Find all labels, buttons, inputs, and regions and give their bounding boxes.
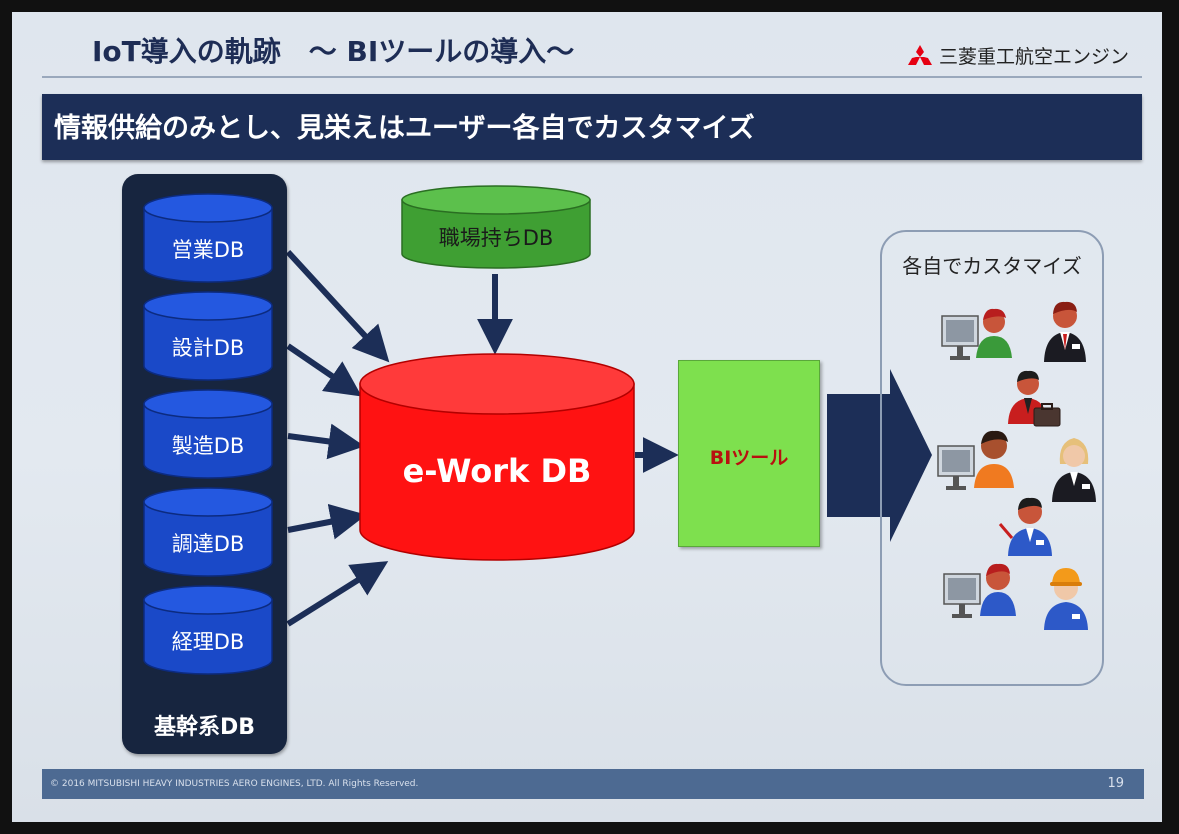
db-cylinder-sales: 営業DB bbox=[142, 192, 274, 284]
db-cylinder-manufacturing: 製造DB bbox=[142, 388, 274, 480]
workplace-db-cylinder: 職場持ちDB bbox=[400, 184, 592, 270]
db-cylinder-accounting: 経理DB bbox=[142, 584, 274, 676]
arrow-sales-to-ework bbox=[285, 249, 390, 363]
slide-subtitle: 情報供給のみとし、見栄えはユーザー各自でカスタマイズ bbox=[54, 113, 755, 144]
businessman-icon bbox=[1044, 301, 1086, 362]
businesswoman-icon bbox=[1052, 438, 1096, 502]
bi-tool-box: BIツール bbox=[678, 360, 820, 547]
slide: IoT導入の軌跡 ～ BIツールの導入～ 三菱重工航空エンジン 情報供給のみとし… bbox=[12, 12, 1162, 822]
database-icon bbox=[401, 185, 591, 269]
user-with-bag-icon bbox=[1008, 370, 1061, 427]
database-icon bbox=[143, 291, 273, 381]
flow-arrows bbox=[285, 249, 932, 627]
arrow-manufacturing-to-ework bbox=[287, 423, 365, 460]
copyright-text: © 2016 MITSUBISHI HEAVY INDUSTRIES AERO … bbox=[50, 779, 419, 789]
slide-title: IoT導入の軌跡 ～ BIツールの導入～ bbox=[92, 35, 575, 68]
three-diamonds-icon bbox=[908, 44, 932, 65]
user-at-monitor-icon bbox=[937, 430, 1014, 490]
user-at-monitor-icon bbox=[941, 308, 1012, 360]
core-systems-label: 基幹系DB bbox=[153, 715, 256, 740]
db-cylinder-design: 設計DB bbox=[142, 290, 274, 382]
page-number: 19 bbox=[1107, 776, 1124, 791]
arrow-accounting-to-ework bbox=[286, 561, 389, 627]
user-with-pen-icon bbox=[998, 497, 1052, 556]
worker-hardhat-icon bbox=[1044, 568, 1088, 630]
users-panel: 各自でカスタマイズ bbox=[880, 230, 1104, 686]
arrow-design-to-ework bbox=[286, 343, 362, 397]
arrow-bi-to-users bbox=[827, 369, 932, 542]
company-logo: 三菱重工航空エンジン bbox=[907, 42, 1129, 69]
logo-text: 三菱重工航空エンジン bbox=[939, 46, 1130, 68]
database-icon bbox=[359, 353, 635, 561]
arrow-procurement-to-ework bbox=[287, 503, 367, 540]
database-icon bbox=[143, 585, 273, 675]
bi-tool-label: BIツール bbox=[709, 447, 789, 469]
database-icon bbox=[143, 389, 273, 479]
database-icon bbox=[143, 487, 273, 577]
subtitle-bar: 情報供給のみとし、見栄えはユーザー各自でカスタマイズ bbox=[42, 94, 1142, 160]
footer-bar: © 2016 MITSUBISHI HEAVY INDUSTRIES AERO … bbox=[42, 769, 1144, 799]
ework-db-cylinder: e-Work DB bbox=[358, 352, 636, 564]
title-divider bbox=[42, 76, 1142, 78]
database-icon bbox=[143, 193, 273, 283]
user-at-monitor-icon bbox=[943, 563, 1016, 618]
users-panel-label: 各自でカスタマイズ bbox=[902, 254, 1082, 278]
db-cylinder-procurement: 調達DB bbox=[142, 486, 274, 578]
